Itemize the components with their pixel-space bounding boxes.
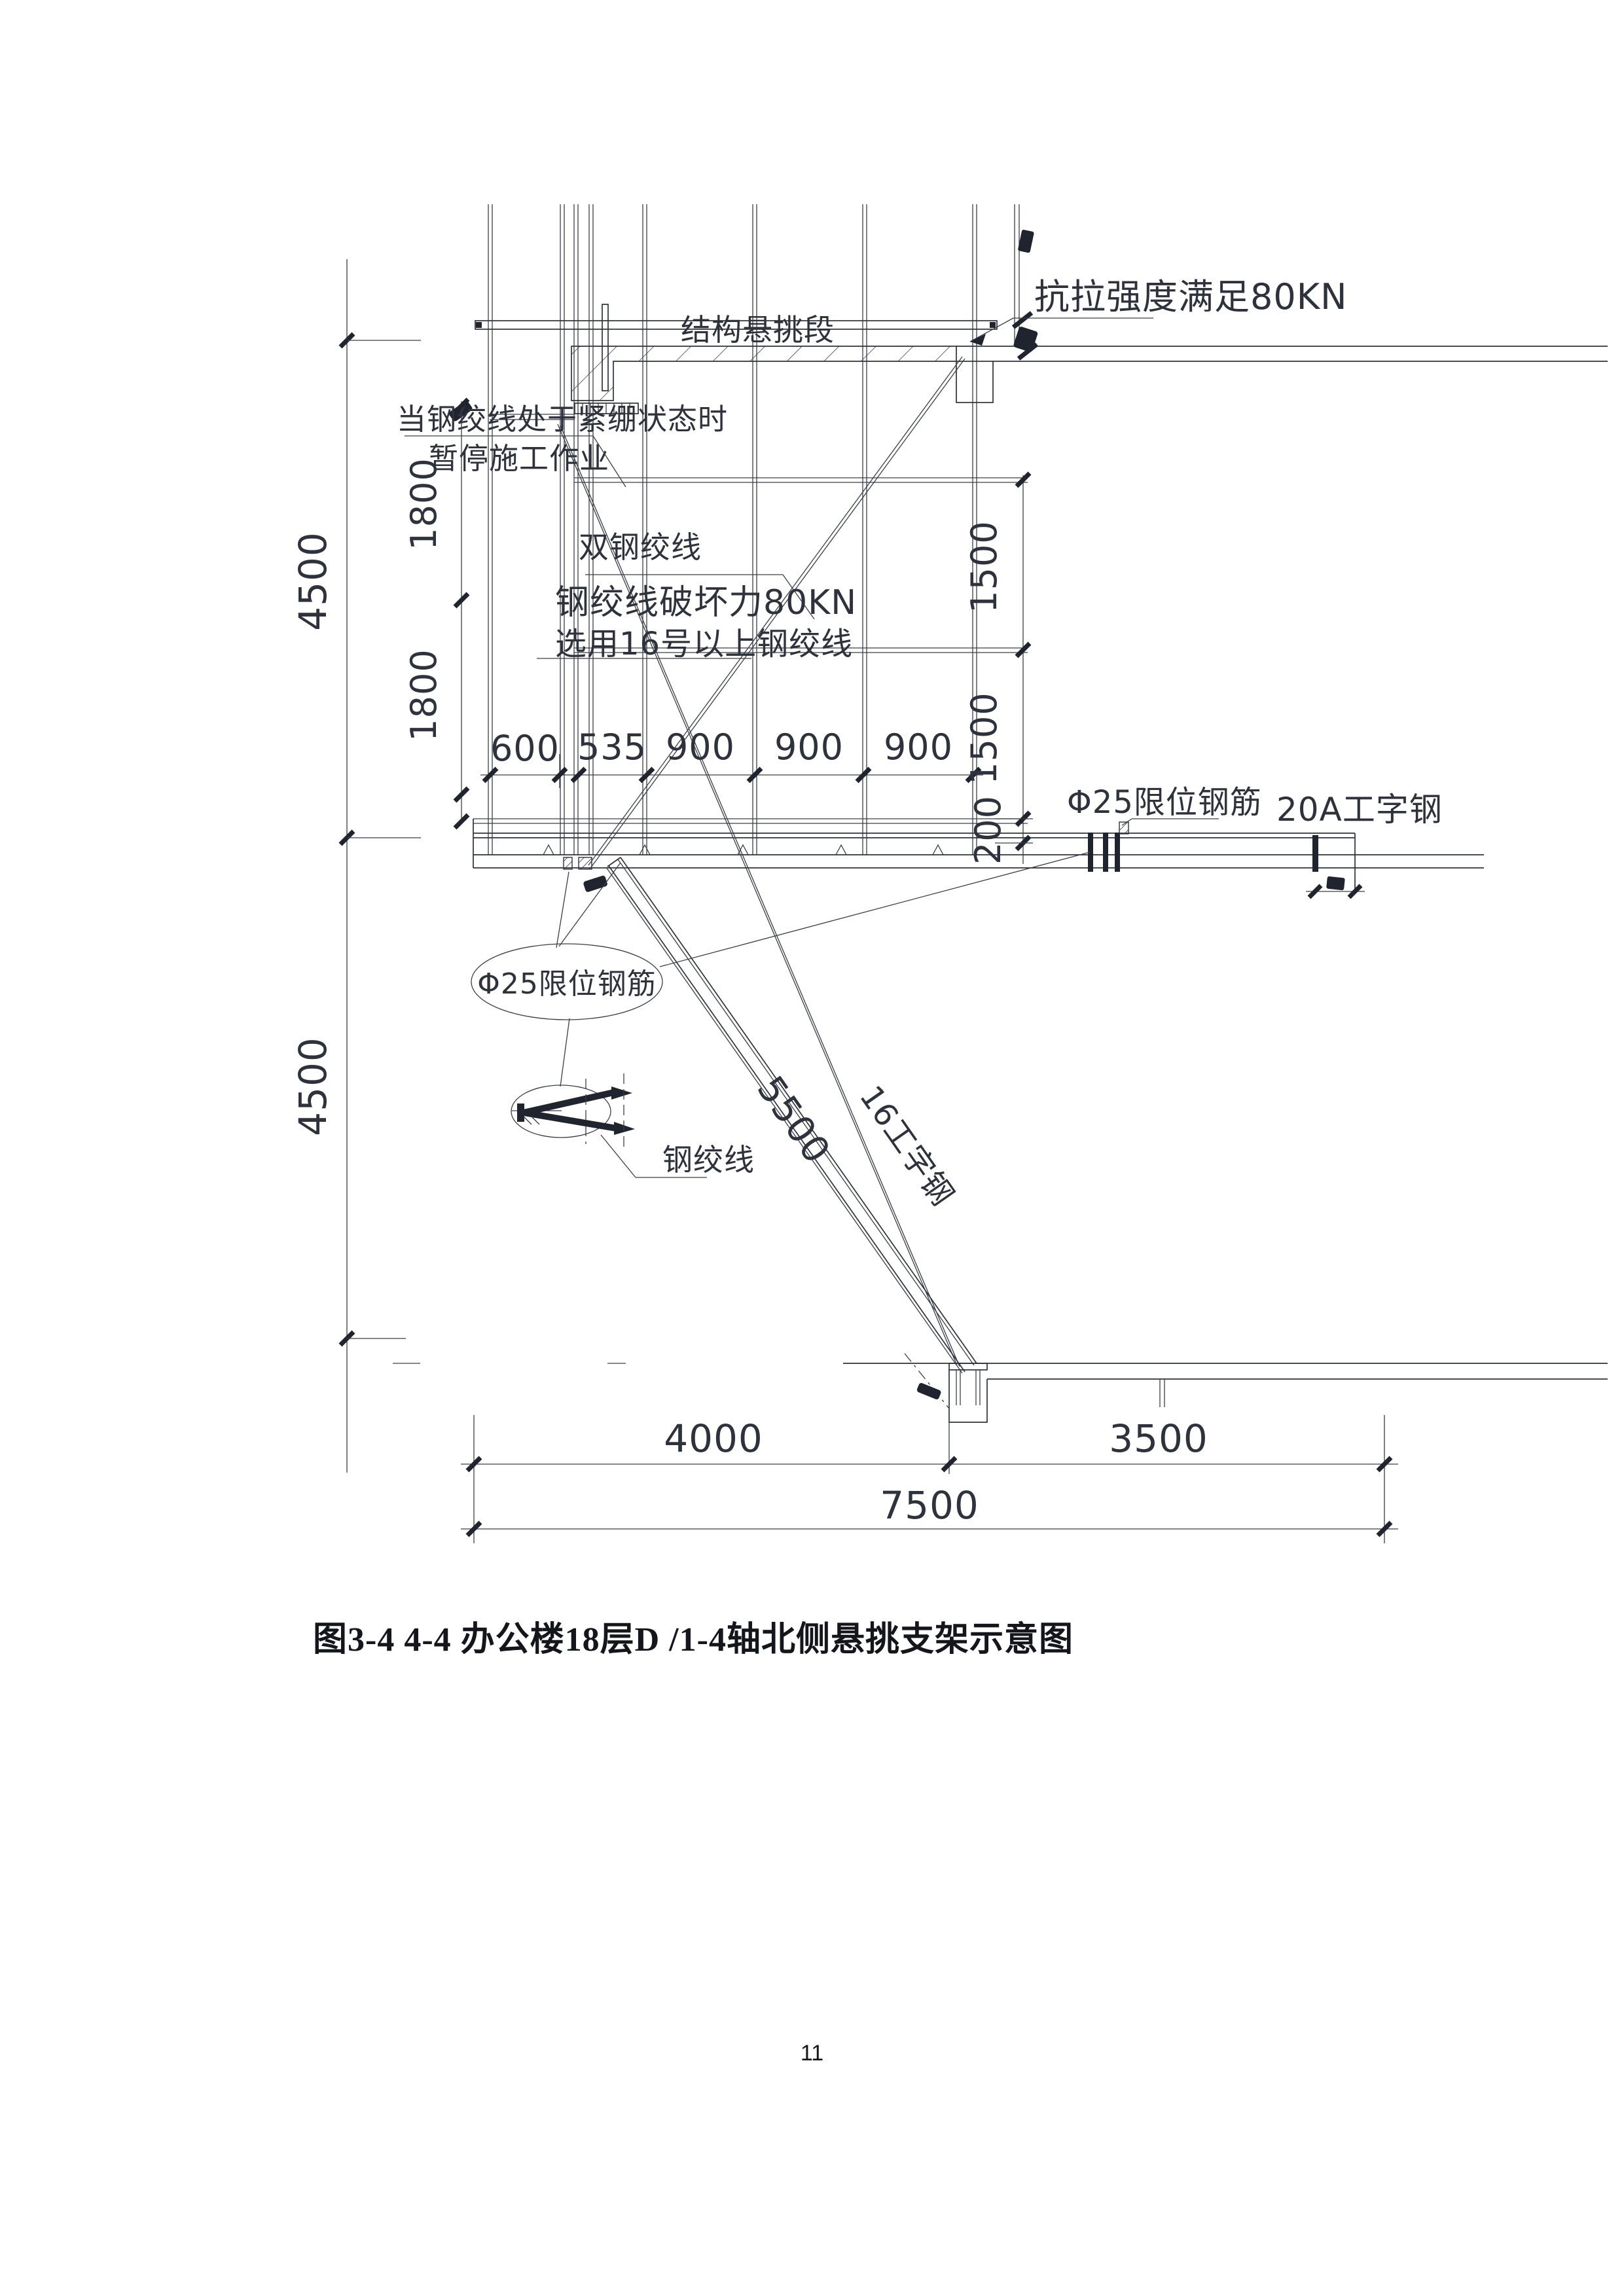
strand-warning-line1: 当钢绞线处于紧绷状态时 (397, 402, 728, 437)
dim-4000: 4000 (664, 1416, 763, 1461)
scaffold-ledgers (490, 414, 1028, 653)
callout-limit-rebar-ellipse: Φ25限位钢筋 (471, 852, 1091, 1087)
scaffold-standards (488, 204, 1020, 855)
strand-anchor-detail (511, 1073, 635, 1147)
beam-16-label: 16工字钢 (852, 1079, 961, 1213)
break-force-line1: 钢绞线破坏力80KN (555, 583, 857, 622)
callout-tensile: 抗拉强度满足80KN (969, 276, 1348, 346)
dim-4500b: 4500 (291, 1037, 335, 1136)
dim-1500b: 1500 (964, 692, 1005, 784)
callout-strand-warning: 当钢绞线处于紧绷状态时 暂停施工作业 (397, 402, 728, 488)
dim-200: 200 (967, 795, 1009, 865)
callout-break-force: 钢绞线破坏力80KN 选用16号以上钢绞线 (537, 574, 857, 662)
dim-1500a: 1500 (964, 520, 1005, 613)
dim-7500: 7500 (880, 1483, 979, 1528)
dim-1800a: 1800 (403, 457, 444, 550)
limit-rebar-detail-label: Φ25限位钢筋 (477, 967, 657, 1001)
leader-arrow (970, 334, 986, 346)
lower-floor-seat (393, 1353, 1608, 1423)
platform-beams (473, 818, 1484, 899)
dim-535: 535 (577, 726, 647, 768)
anchor-marks (449, 230, 1039, 892)
break-force-line2: 选用16号以上钢绞线 (555, 626, 853, 662)
diagonal-strut (605, 857, 977, 1374)
dim-3500: 3500 (1109, 1416, 1208, 1461)
dim-chain-right-inner: 1500 1500 200 (964, 471, 1033, 865)
callout-strand: 钢绞线 (600, 1134, 755, 1178)
strand-warning-line2: 暂停施工作业 (429, 441, 609, 476)
dim-chain-bottom: 4000 3500 7500 (461, 1415, 1398, 1543)
figure-caption: 图3-4 4-4 办公楼18层D /1-4轴北侧悬挑支架示意图 (313, 1621, 1074, 1659)
dim-600: 600 (490, 728, 560, 769)
dim-chain-left-inner: 1800 1800 (403, 397, 470, 830)
limit-rebar-label: Φ25限位钢筋 (1067, 784, 1262, 821)
dim-900c: 900 (884, 726, 953, 768)
dim-4500a: 4500 (291, 531, 335, 631)
callout-limit-rebar-right: Φ25限位钢筋 (1067, 784, 1262, 826)
double-strand-label: 双钢绞线 (579, 529, 702, 565)
dim-1800b: 1800 (403, 649, 444, 741)
page-number: 11 (800, 2041, 824, 2066)
dim-chain-top: 600 535 900 900 900 (480, 726, 983, 788)
strand-label: 钢绞线 (662, 1142, 755, 1177)
steel-strand-lines (557, 356, 965, 1367)
beam-20a-label: 20A工字钢 (1276, 791, 1443, 829)
strut-length-dim: 5500 (749, 1069, 839, 1172)
cantilever-label: 结构悬挑段 (681, 312, 835, 348)
cantilever-slab (475, 304, 1608, 414)
dim-900b: 900 (774, 726, 844, 768)
dim-chain-left-outer: 4500 4500 (291, 259, 421, 1473)
dim-900a: 900 (666, 726, 735, 768)
tensile-label: 抗拉强度满足80KN (1034, 276, 1348, 317)
